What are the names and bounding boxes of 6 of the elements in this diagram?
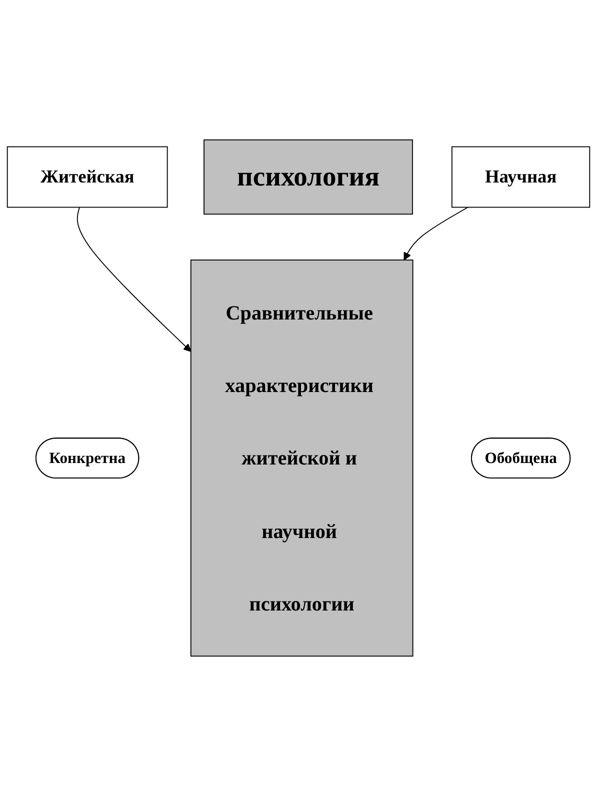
node-box: психология [204,139,413,215]
node-box: Сравнительные характеристики житейской и научной психологии [190,260,414,657]
node-box: Научная [451,146,590,208]
node-box: Житейская [6,146,168,208]
arrow [404,206,468,260]
arrow [76,206,192,352]
